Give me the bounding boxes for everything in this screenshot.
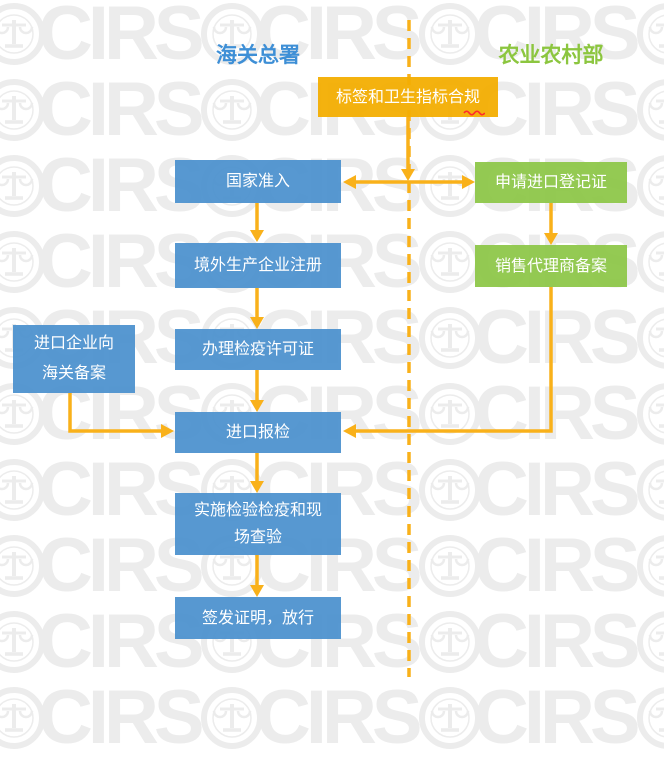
- node-quarantine-permit: 办理检疫许可证: [175, 329, 341, 370]
- node-inspection-quarantine: 实施检验检疫和现 场查验: [175, 493, 341, 555]
- node-sales-agent-filing: 销售代理商备案: [475, 245, 627, 287]
- spellcheck-underline: [463, 110, 485, 116]
- edge-inspect-release: [250, 555, 264, 597]
- scales-emblem-icon: [201, 687, 263, 749]
- edge-admission-overseas: [250, 203, 264, 242]
- node-certificate-release: 签发证明，放行: [175, 597, 341, 639]
- edge-importer-declare: [68, 393, 174, 438]
- node-overseas-manufacturer-registration: 境外生产企业注册: [175, 243, 341, 288]
- node-country-admission: 国家准入: [175, 160, 341, 203]
- edge-permit-declare: [250, 370, 264, 412]
- scales-emblem-icon: [637, 687, 664, 749]
- column-header-customs: 海关总署: [216, 44, 300, 67]
- edge-declare-inspect: [250, 453, 264, 493]
- node-importer-customs-filing: 进口企业向 海关备案: [13, 325, 135, 393]
- scales-emblem-icon: [0, 687, 45, 749]
- column-header-agriculture: 农业农村部: [498, 44, 604, 67]
- edge-register-agent: [544, 203, 558, 245]
- node-import-declaration: 进口报检: [175, 412, 341, 453]
- edge-agent-declare: [343, 287, 553, 438]
- edge-overseas-permit: [250, 288, 264, 329]
- scales-emblem-icon: [419, 687, 481, 749]
- edge-compliance-down: [401, 117, 415, 181]
- node-import-registration-certificate: 申请进口登记证: [475, 162, 627, 203]
